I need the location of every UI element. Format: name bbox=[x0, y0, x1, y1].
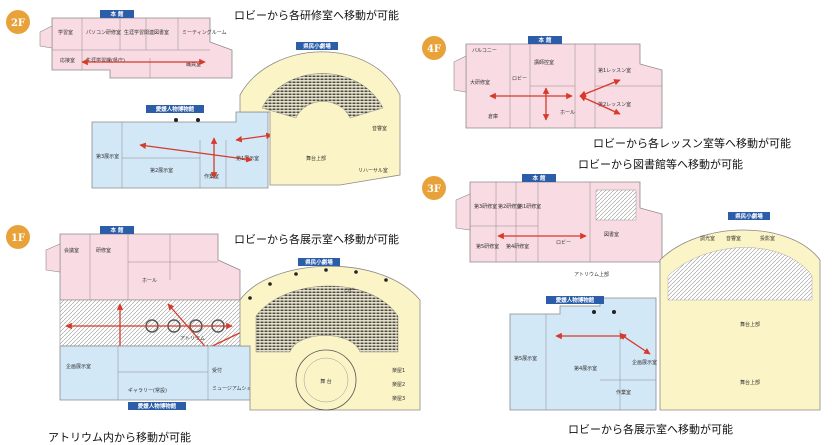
svg-text:リハーサル室: リハーサル室 bbox=[358, 167, 388, 174]
svg-text:ロビー: ロビー bbox=[344, 287, 359, 294]
svg-text:第5研修室: 第5研修室 bbox=[476, 243, 499, 250]
svg-text:県民小劇場: 県民小劇場 bbox=[735, 212, 763, 220]
svg-text:図書室: 図書室 bbox=[604, 231, 619, 238]
svg-text:ミーティングルーム: ミーティングルーム bbox=[182, 29, 227, 36]
svg-text:県民小劇場: 県民小劇場 bbox=[305, 258, 333, 266]
svg-text:アトリウム上部: アトリウム上部 bbox=[574, 271, 609, 278]
svg-text:企画展示室: 企画展示室 bbox=[66, 363, 91, 370]
svg-text:ロビー: ロビー bbox=[556, 239, 571, 246]
svg-text:4F: 4F bbox=[427, 44, 441, 55]
svg-text:応接室: 応接室 bbox=[60, 57, 75, 64]
svg-text:アトリウム: アトリウム bbox=[180, 335, 205, 342]
route-arrow-3f-museum-b bbox=[619, 333, 651, 355]
svg-text:舞台上部: 舞台上部 bbox=[306, 155, 326, 162]
route-arrow-2f-museum-c bbox=[235, 132, 273, 143]
svg-text:2F: 2F bbox=[11, 18, 25, 29]
floor-2f-plan: 2F 本 館 学習室 パソコン研修室 生涯学習関連図書室 ミーティングルーム 応… bbox=[6, 10, 401, 189]
svg-text:第3研修室: 第3研修室 bbox=[474, 203, 497, 210]
svg-text:学習室: 学習室 bbox=[58, 29, 73, 36]
svg-text:愛媛人物博物館: 愛媛人物博物館 bbox=[138, 402, 177, 410]
stage-1f bbox=[295, 349, 357, 411]
caption-1f: ロビーから各展示室へ移動が可能 bbox=[234, 233, 399, 246]
svg-text:舞 台: 舞 台 bbox=[320, 378, 332, 385]
svg-text:1F: 1F bbox=[11, 233, 25, 244]
svg-text:受付: 受付 bbox=[212, 367, 222, 374]
floor-badge-3f: 3F bbox=[422, 176, 446, 200]
route-arrow-2f-museum-a bbox=[139, 142, 253, 163]
svg-text:生涯学習課(県庁): 生涯学習課(県庁) bbox=[86, 57, 125, 64]
svg-text:ホール: ホール bbox=[560, 110, 575, 116]
museum-3f bbox=[509, 297, 657, 411]
svg-text:パソコン研修室: パソコン研修室 bbox=[86, 29, 121, 36]
svg-text:大研修室: 大研修室 bbox=[470, 79, 490, 86]
svg-text:第4展示室: 第4展示室 bbox=[574, 365, 597, 372]
atrium-1f bbox=[59, 299, 251, 347]
route-arrow-1f-atrium-c bbox=[167, 303, 211, 353]
svg-text:第5展示室: 第5展示室 bbox=[514, 355, 537, 362]
svg-text:作業室: 作業室 bbox=[204, 173, 219, 180]
floor-4f-plan: 4F 本 館 大研修室 ロビー 倉庫 講師控室 ホール 第1レッスン室 第2レッ… bbox=[422, 36, 663, 129]
svg-text:本 館: 本 館 bbox=[533, 174, 546, 182]
svg-text:ロビー: ロビー bbox=[512, 75, 527, 82]
svg-text:倉庫: 倉庫 bbox=[488, 113, 498, 120]
svg-text:舞台上部: 舞台上部 bbox=[740, 321, 760, 328]
floor-3f-plan: 3F 本 館 第3研修室 第2研修室 第1研修室 第5研修室 第4研修室 図書室… bbox=[422, 174, 821, 411]
svg-text:会議室: 会議室 bbox=[64, 247, 79, 254]
caption-3f-lobby: ロビーから図書館等へ移動が可能 bbox=[578, 158, 743, 171]
svg-text:ホール: ホール bbox=[142, 278, 157, 284]
svg-text:楽屋1: 楽屋1 bbox=[392, 367, 405, 374]
svg-text:調光室: 調光室 bbox=[700, 235, 715, 242]
svg-text:講師控室: 講師控室 bbox=[534, 59, 554, 66]
theater-seating-1f bbox=[255, 285, 399, 353]
svg-text:第4研修室: 第4研修室 bbox=[506, 243, 529, 250]
svg-text:第3展示室: 第3展示室 bbox=[96, 153, 119, 160]
caption-1f-atrium: アトリウム内から移動が可能 bbox=[48, 431, 191, 444]
svg-text:楽屋3: 楽屋3 bbox=[392, 395, 405, 402]
caption-3f-exhibit: ロビーから各展示室へ移動が可能 bbox=[568, 423, 733, 436]
floor-badge-4f: 4F bbox=[422, 36, 446, 60]
svg-text:ミュージアムショップ: ミュージアムショップ bbox=[212, 386, 262, 392]
svg-text:本 館: 本 館 bbox=[111, 10, 124, 18]
svg-text:生涯学習関連図書室: 生涯学習関連図書室 bbox=[124, 29, 169, 36]
svg-text:第1研修室: 第1研修室 bbox=[518, 203, 541, 210]
caption-2f: ロビーから各研修室へ移動が可能 bbox=[234, 9, 399, 22]
theater-seating-2f bbox=[261, 73, 384, 119]
svg-text:音響室: 音響室 bbox=[726, 235, 741, 242]
svg-text:楽屋2: 楽屋2 bbox=[392, 381, 405, 388]
svg-text:ギャラリー(常設): ギャラリー(常設) bbox=[128, 387, 167, 394]
svg-text:本 館: 本 館 bbox=[539, 36, 552, 44]
honkan-2f bbox=[51, 17, 233, 79]
svg-text:第1レッスン室: 第1レッスン室 bbox=[598, 67, 631, 74]
floor-badge-1f: 1F bbox=[6, 225, 30, 249]
svg-text:愛媛人物博物館: 愛媛人物博物館 bbox=[156, 105, 195, 113]
svg-text:企画展示室: 企画展示室 bbox=[632, 359, 657, 366]
svg-text:投影室: 投影室 bbox=[760, 235, 775, 242]
svg-text:第2研修室: 第2研修室 bbox=[498, 203, 521, 210]
svg-text:音響室: 音響室 bbox=[372, 125, 387, 132]
route-arrow-4f-c bbox=[579, 95, 621, 115]
svg-text:研修室: 研修室 bbox=[96, 247, 111, 254]
svg-text:県民小劇場: 県民小劇場 bbox=[303, 42, 331, 50]
svg-text:3F: 3F bbox=[427, 184, 441, 195]
caption-4f: ロビーから各レッスン室等へ移動が可能 bbox=[593, 137, 791, 150]
svg-text:バルコニー: バルコニー bbox=[472, 48, 497, 54]
theater-upper-3f bbox=[667, 247, 813, 301]
route-arrow-4f-b bbox=[579, 79, 621, 97]
svg-text:作業室: 作業室 bbox=[616, 389, 631, 396]
svg-text:愛媛人物博物館: 愛媛人物博物館 bbox=[556, 296, 595, 304]
svg-text:第2展示室: 第2展示室 bbox=[150, 167, 173, 174]
svg-text:本 館: 本 館 bbox=[111, 226, 124, 234]
floor-badge-2f: 2F bbox=[6, 10, 30, 34]
honkan-1f bbox=[59, 233, 241, 301]
floor-1f-plan: 1F 本 館 会議室 研修室 ホール アトリウム bbox=[6, 225, 421, 411]
svg-text:舞台上部: 舞台上部 bbox=[740, 379, 760, 386]
